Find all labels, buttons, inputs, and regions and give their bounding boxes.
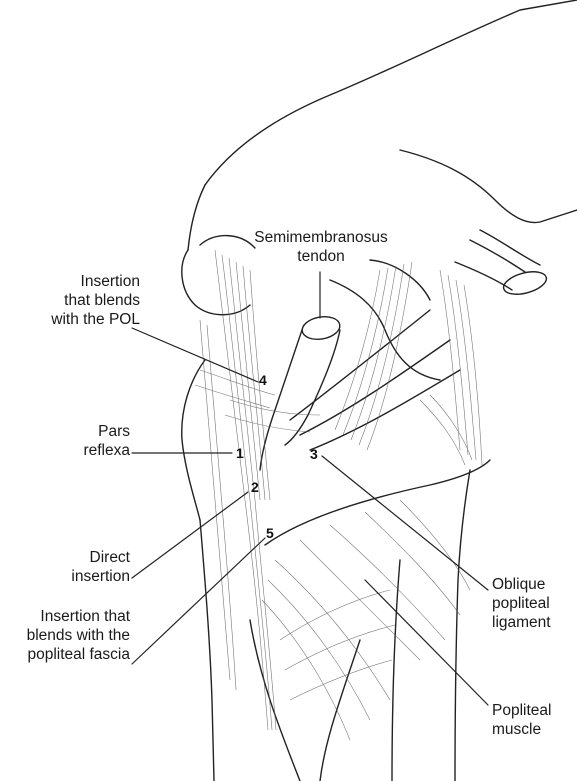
marker-1: 1 [236, 445, 244, 461]
leader-popliteal-muscle [365, 580, 488, 705]
leader-direct [132, 492, 248, 578]
label-pars-reflexa: Pars reflexa [20, 422, 130, 460]
popliteal-muscle-shape [265, 460, 490, 545]
label-insertion-pol: Insertion that blends with the POL [20, 272, 140, 329]
label-semimembranosus-tendon: Semimembranosus tendon [238, 228, 404, 266]
tendon-stump-right [470, 240, 525, 272]
marker-5: 5 [266, 525, 274, 541]
label-insertion-fascia: Insertion that blends with the popliteal… [4, 607, 130, 664]
thigh-outline [205, 0, 577, 185]
leader-fascia [132, 538, 265, 664]
marker-3: 3 [310, 446, 318, 462]
label-popliteal-muscle: Popliteal muscle [492, 701, 572, 739]
marker-2: 2 [251, 479, 259, 495]
marker-4: 4 [259, 372, 267, 388]
semimembranosus-tendon-shape [260, 330, 302, 470]
label-direct-insertion: Direct insertion [20, 548, 130, 586]
label-oblique-popliteal-ligament: Oblique popliteal ligament [492, 575, 572, 632]
tibia-outline [182, 360, 205, 520]
